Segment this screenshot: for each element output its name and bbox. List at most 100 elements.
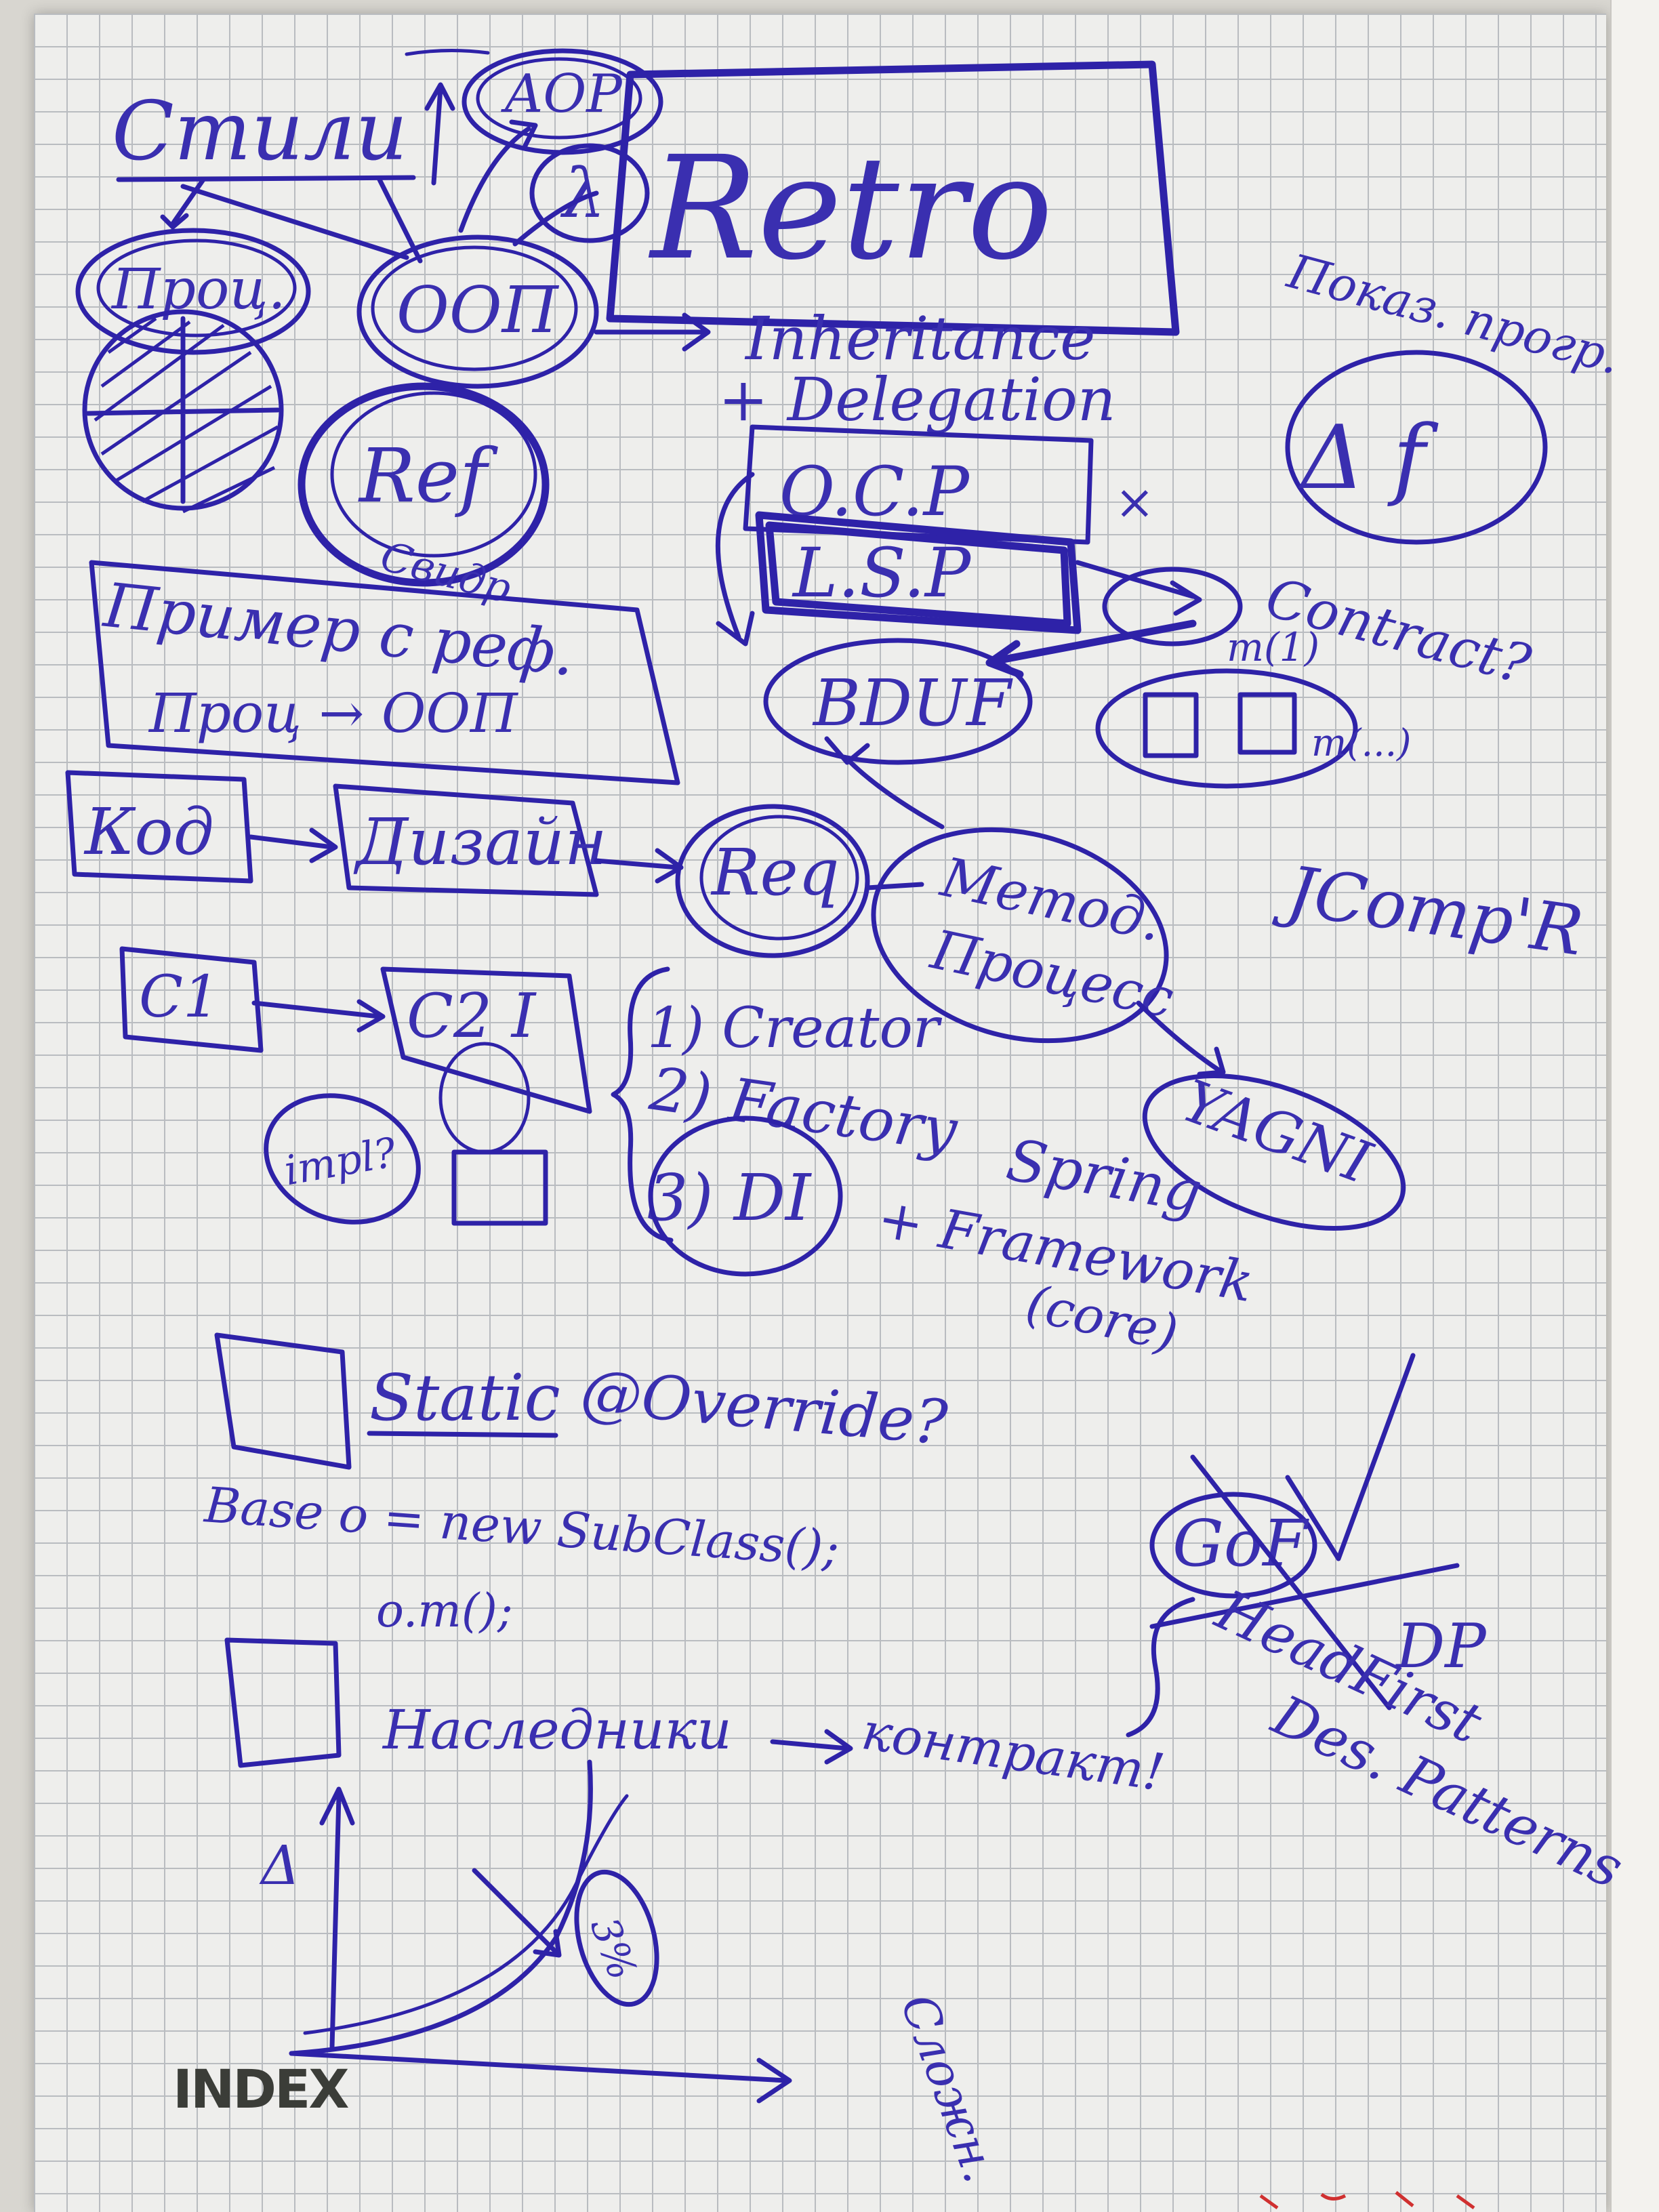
procedural-ellipse — [75, 228, 311, 355]
override-label: @Override? — [578, 1356, 951, 1459]
hatched-circle-outline — [82, 309, 284, 511]
design-to-req-arrow — [594, 848, 684, 884]
percent-ellipse — [574, 1869, 659, 2007]
c1-label: C1 — [139, 964, 220, 1031]
retro-title: Retro — [648, 125, 1053, 291]
req-label: Req — [710, 836, 840, 910]
aop-ellipse-inner — [476, 57, 642, 140]
design-box — [333, 783, 599, 897]
contract-impl-ellipse — [1095, 668, 1358, 789]
jcomp-label: JComp'R — [1271, 850, 1588, 971]
oop-to-fp-line — [512, 190, 599, 247]
c2-interface-ellipse — [438, 1042, 531, 1154]
creator-item-3: 3) DI — [647, 1161, 813, 1235]
checkmark — [1285, 1353, 1416, 1561]
subclass-box — [451, 1149, 548, 1226]
growth-curve-2 — [303, 1794, 629, 2035]
styles-label: Стили — [112, 85, 408, 179]
procedural-ellipse-inner — [96, 239, 297, 337]
heirs-checkbox — [224, 1637, 342, 1768]
retro-box-group: Retro — [606, 60, 1180, 336]
contract-m1: m(1) — [1227, 624, 1319, 670]
oop-to-aop-arrow — [458, 119, 538, 233]
lsp-box-inner — [765, 521, 1071, 628]
method-to-bduf-arrow — [824, 736, 945, 830]
impl-box-2 — [1237, 692, 1297, 755]
y-axis — [319, 1786, 355, 2049]
oop-ellipse — [356, 234, 599, 389]
aop-group: AOP — [462, 48, 663, 155]
inheritance-label: Inheritance — [744, 304, 1095, 373]
refactoring-ellipse-inner — [330, 391, 537, 558]
oop-group: ООП — [180, 119, 711, 389]
yagni-ellipse — [1142, 1073, 1406, 1231]
static-group: Static @Override? Base o = new SubClass(… — [201, 1332, 951, 1638]
lsp-label: L.S.P — [792, 533, 972, 613]
impl-label: impl? — [281, 1129, 400, 1195]
fp-group: λ — [529, 143, 650, 243]
ocp-to-bduf-arrow — [715, 472, 755, 647]
ocp-mark: × — [1115, 474, 1155, 530]
class-group: C1 C2 I impl? — [119, 946, 592, 1226]
example-sub-label: Проц → ООП — [148, 682, 519, 745]
creator-item-2: 2) Factory — [645, 1053, 962, 1166]
show-progress-label: Показ. прогр. — [1281, 243, 1626, 386]
axis-x-label: Сложн. — [890, 1987, 1009, 2190]
di-ellipse — [648, 1115, 843, 1277]
refactoring-ellipse — [298, 382, 550, 587]
c2-label: C2 I — [407, 981, 537, 1052]
static-underline — [367, 1431, 558, 1438]
c1-to-c2-arrow — [251, 999, 386, 1033]
code-box — [65, 770, 253, 884]
code-label: Код — [83, 795, 214, 869]
oop-label: ООП — [396, 273, 560, 348]
axis-y-label: Δ — [259, 1834, 300, 1897]
contract-ellipse — [1102, 567, 1243, 647]
method-to-yagni-arrow — [1136, 1000, 1226, 1077]
req-to-method-line — [865, 882, 924, 890]
hatched-circle-cross — [85, 316, 281, 504]
bduf-ellipse — [763, 638, 1033, 765]
headfirst-brace — [1126, 1597, 1195, 1738]
dp-label: DP — [1395, 1611, 1487, 1682]
bduf-label: BDUF — [812, 666, 1013, 741]
example-box — [89, 560, 680, 785]
lsp-to-contract-arrow — [1075, 560, 1202, 616]
axes-group: Δ Сложн. 3% — [259, 1759, 1009, 2190]
progress-group: Показ. прогр. Δ f — [1281, 243, 1626, 545]
refactoring-group: Ref Свидр — [298, 382, 550, 613]
c1-box — [119, 946, 264, 1053]
principles-group: O.C.P × L.S.P BDUF — [715, 424, 1202, 765]
lsp-box — [755, 511, 1082, 634]
static-checkbox — [214, 1332, 352, 1470]
hatched-circle — [82, 309, 284, 514]
heirs-arrow — [770, 1729, 853, 1765]
gof-strike-diag — [1190, 1454, 1392, 1711]
styles-to-oop-lines — [180, 177, 423, 264]
ocp-box — [743, 424, 1094, 545]
index-logo: INDEX — [173, 2060, 348, 2121]
oop-ellipse-inner — [371, 245, 578, 371]
contract-arrow-label: контракт! — [858, 1701, 1168, 1803]
next-sheet-edge — [1610, 0, 1659, 2212]
spring-label: Spring — [1002, 1126, 1206, 1227]
procedural-group: Проц. — [75, 177, 311, 355]
hatched-circle-fill — [94, 316, 279, 514]
styles-group: Стили — [112, 48, 490, 186]
heirs-group: Наследники контракт! — [224, 1637, 1168, 1803]
aop-label: AOP — [501, 64, 623, 125]
creators-brace — [611, 966, 674, 1243]
contract-to-bduf-arrow — [985, 619, 1197, 678]
gof-ellipse — [1149, 1492, 1317, 1599]
refactoring-label: Ref — [358, 432, 498, 519]
percent-arrow — [472, 1868, 562, 1958]
styles-to-proc-arrow — [160, 177, 206, 230]
req-ellipse-inner — [699, 815, 859, 941]
code-line-2: o.m(); — [376, 1584, 513, 1638]
delegation-label: + Delegation — [718, 365, 1116, 434]
styles-underline — [116, 175, 416, 182]
example-group: Пример с реф. Проц → ООП — [89, 560, 680, 785]
impl-box-1 — [1143, 692, 1199, 758]
styles-dots — [405, 48, 490, 56]
